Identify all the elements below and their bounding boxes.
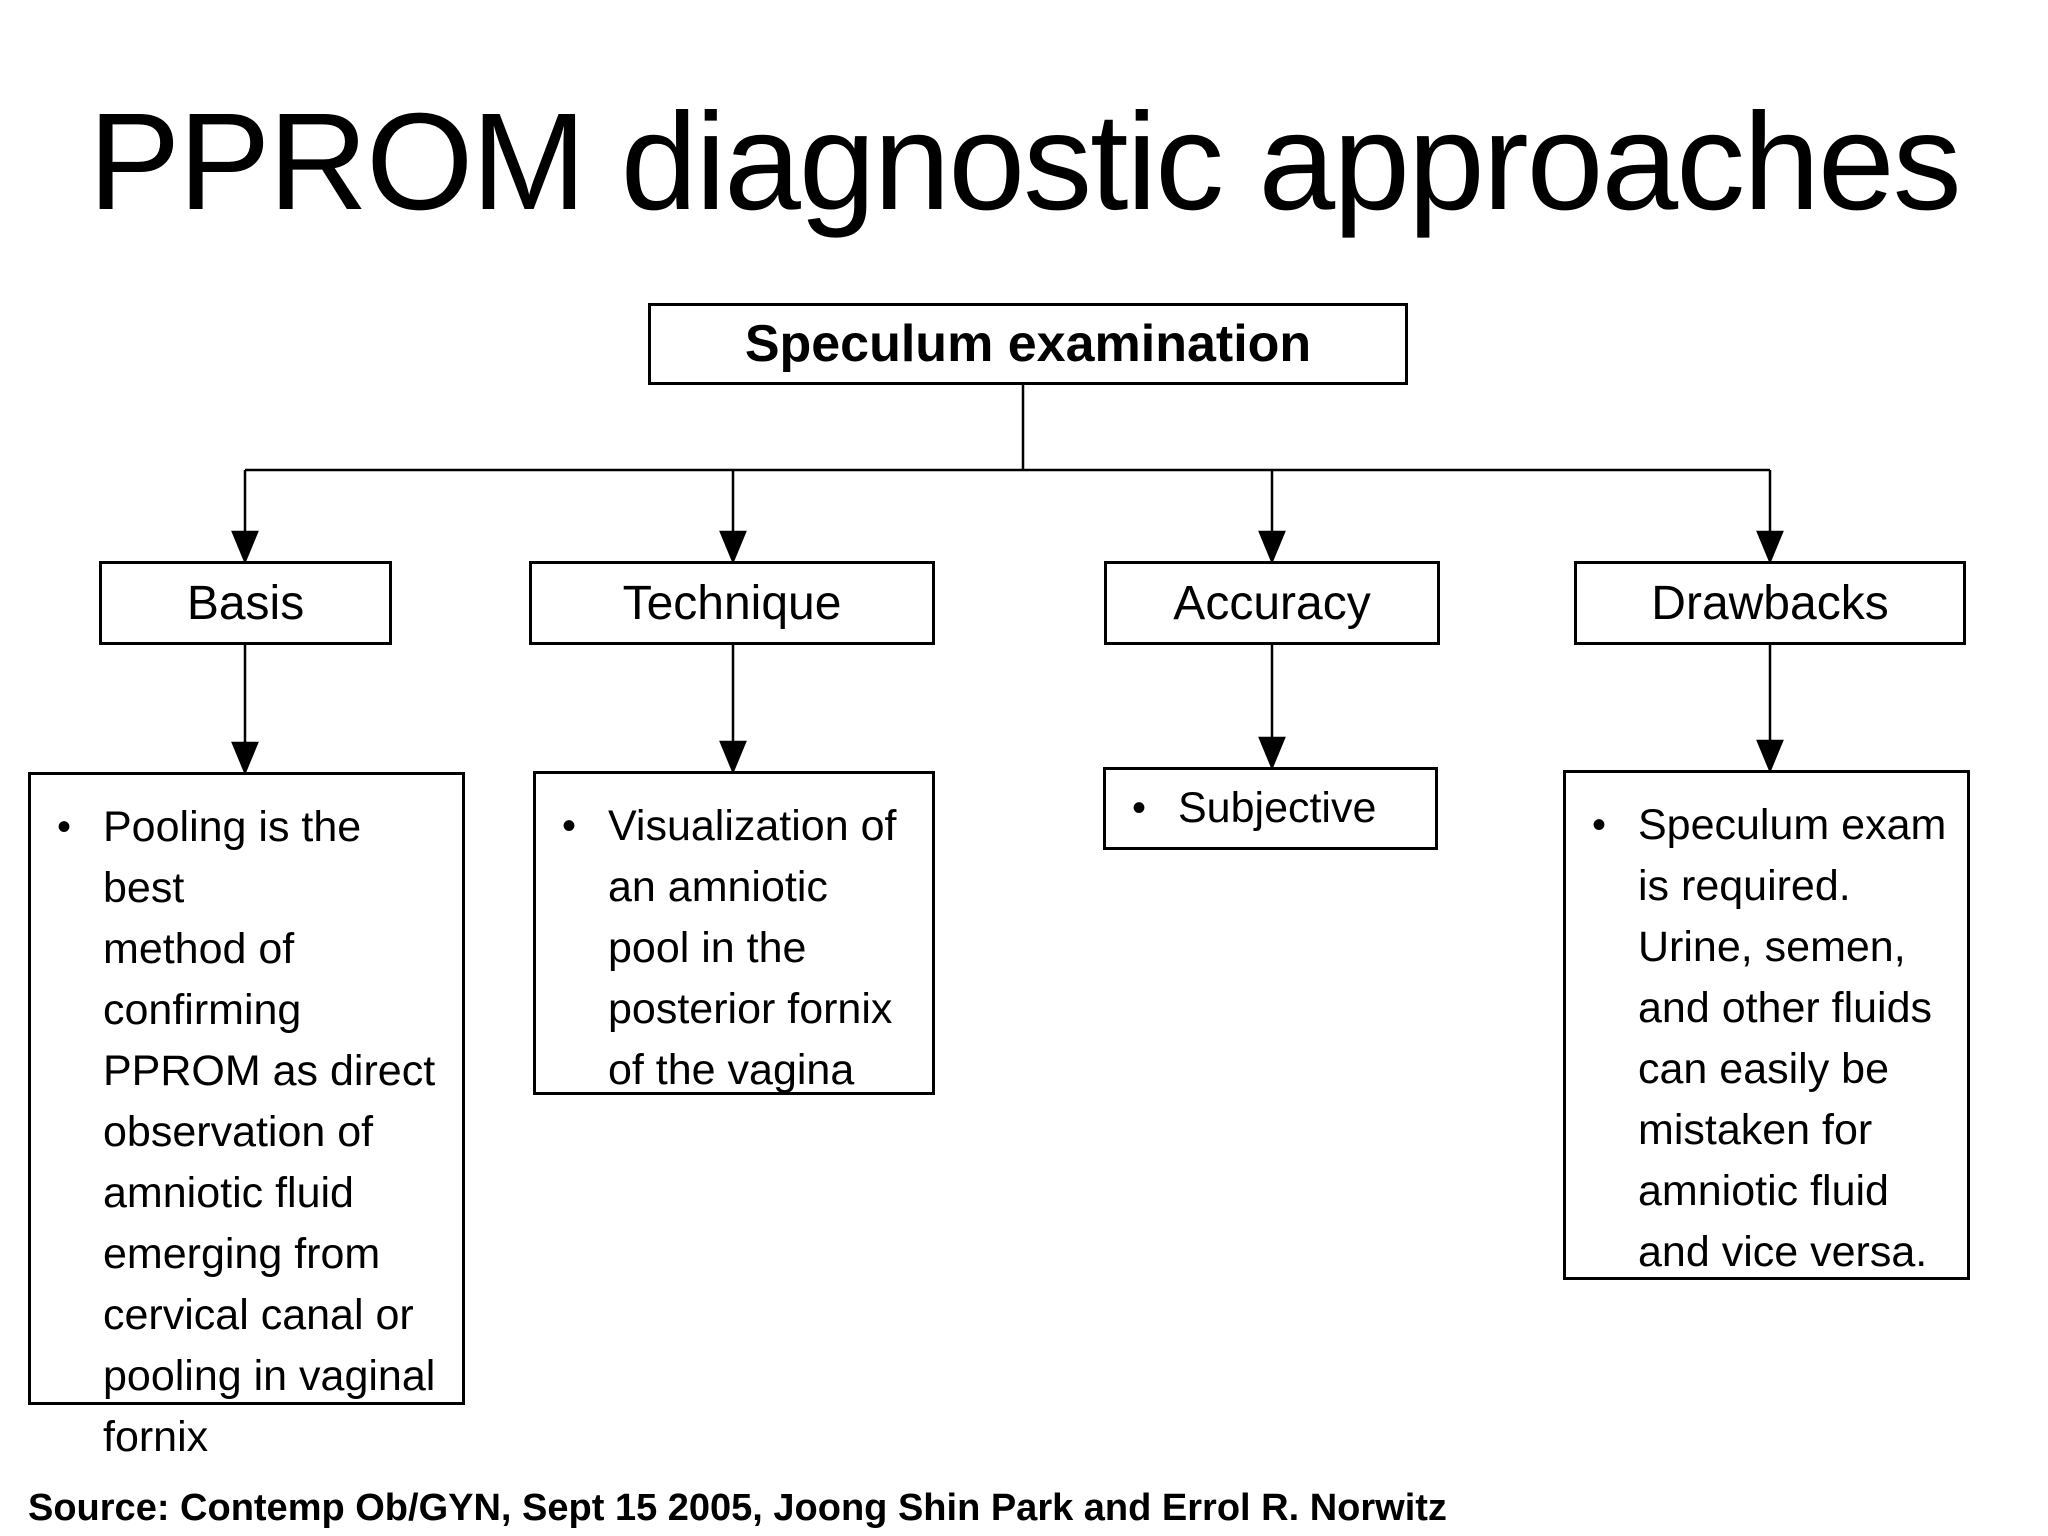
connector-arrow-technique <box>719 470 747 565</box>
category-node-technique: Technique <box>529 561 935 645</box>
detail-text-technique: Visualization of an amniotic pool in the… <box>608 802 897 1094</box>
category-node-drawbacks: Drawbacks <box>1574 561 1966 645</box>
root-node-label: Speculum examination <box>744 315 1312 373</box>
bullet-marker: • <box>57 805 72 849</box>
category-label-technique: Technique <box>622 576 842 630</box>
connector-arrow-technique-detail <box>719 645 747 775</box>
connector-arrow-basis-detail <box>231 645 259 776</box>
detail-node-drawbacks: • Speculum exam is required. Urine, seme… <box>1563 770 1970 1280</box>
root-node-speculum-examination: Speculum examination <box>648 303 1408 385</box>
detail-node-technique: • Visualization of an amniotic pool in t… <box>533 771 935 1095</box>
detail-text-drawbacks: Speculum exam is required. Urine, semen,… <box>1638 801 1947 1276</box>
category-node-accuracy: Accuracy <box>1104 561 1440 645</box>
connector-arrow-basis <box>231 470 259 565</box>
category-label-drawbacks: Drawbacks <box>1651 576 1889 630</box>
connector-arrow-drawbacks <box>1756 470 1784 565</box>
source-citation: Source: Contemp Ob/GYN, Sept 15 2005, Jo… <box>28 1487 1447 1529</box>
detail-node-basis: • Pooling is the best method of confirmi… <box>28 772 465 1461</box>
detail-node-accuracy: • Subjective <box>1103 767 1438 850</box>
connector-arrow-drawbacks-detail <box>1756 645 1784 774</box>
page-title: PPROM diagnostic approaches <box>88 85 1961 239</box>
detail-text-basis: Pooling is the best method of confirming… <box>103 803 436 1461</box>
category-node-basis: Basis <box>99 561 392 645</box>
bullet-marker: • <box>562 804 577 848</box>
connector-arrow-accuracy-detail <box>1258 645 1286 771</box>
detail-text-accuracy: Subjective <box>1178 784 1377 832</box>
category-label-accuracy: Accuracy <box>1173 576 1371 630</box>
category-label-basis: Basis <box>186 576 305 630</box>
connector-arrow-accuracy <box>1258 470 1286 565</box>
bullet-marker: • <box>1132 786 1147 830</box>
bullet-marker: • <box>1592 803 1607 847</box>
